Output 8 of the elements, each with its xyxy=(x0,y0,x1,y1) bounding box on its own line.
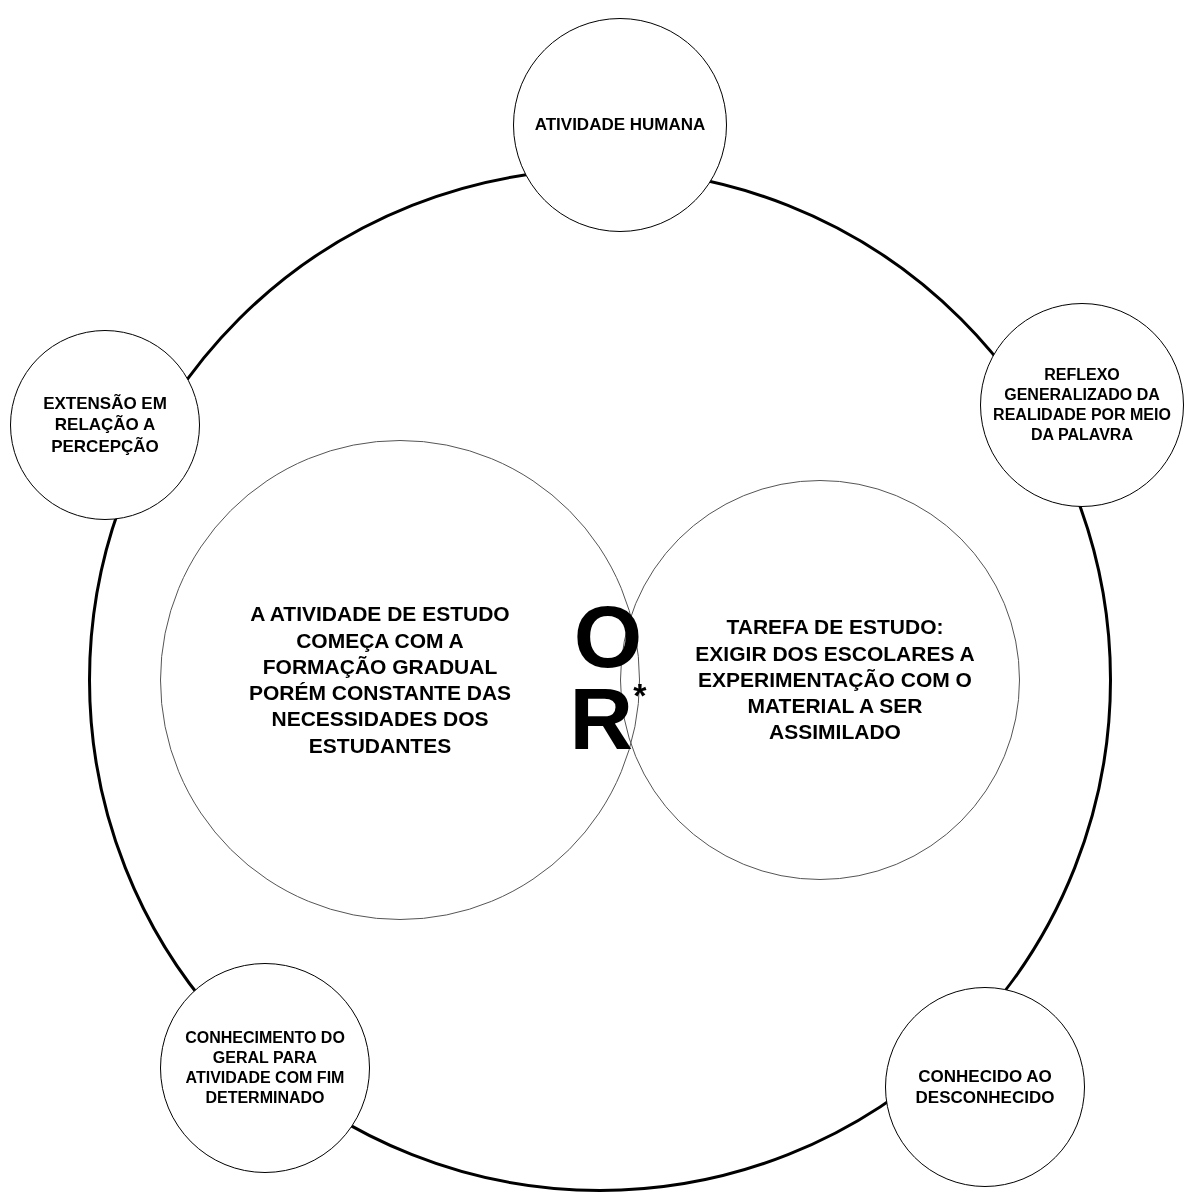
node-text: ATIVIDADE HUMANA xyxy=(534,114,706,136)
node-text: EXTENSÃO EM RELAÇÃO A PERCEPÇÃO xyxy=(42,393,168,457)
node-text: REFLEXO GENERALIZADO DA REALIDADE POR MEIO DA PALAVRA xyxy=(992,365,1172,445)
node-text: A ATIVIDADE DE ESTUDO COMEÇA COM A FORMAÇÃO GRADUAL PORÉM CONSTANTE DAS NECESSIDADES DOS ESTUDANTES xyxy=(247,601,513,759)
node-text: CONHECIMENTO DO GERAL PARA ATIVIDADE COM FIM DETERMINADO xyxy=(184,1028,346,1108)
center-letters: O R$^{*}$ xyxy=(568,596,648,760)
node-text: TAREFA DE ESTUDO: EXIGIR DOS ESCOLARES A EXPERIMENTAÇÃO COM O MATERIAL A SER ASSIMILADO xyxy=(694,614,976,746)
node-text: CONHECIDO AO DESCONHECIDO xyxy=(914,1065,1056,1109)
